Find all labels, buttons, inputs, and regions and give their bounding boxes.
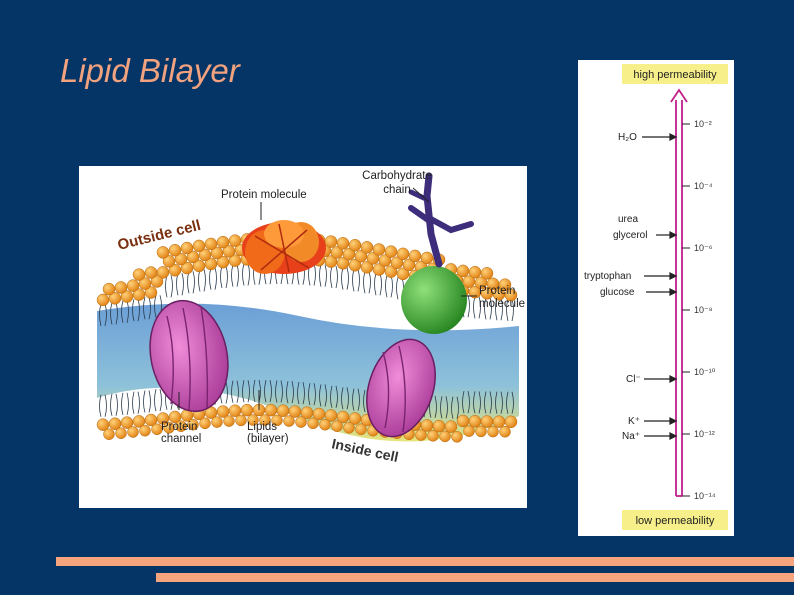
low-permeability-box (622, 510, 728, 530)
label-molecule-right: molecule (479, 298, 525, 310)
label-protein-molecule: Protein molecule (221, 189, 307, 201)
molecule-cl: Cl⁻ (626, 374, 641, 385)
molecule-tryptophan: tryptophan (584, 271, 631, 282)
red-protein-molecule (242, 220, 326, 274)
molecule-urea: urea (618, 214, 638, 225)
footer-accent-bar-bottom (156, 573, 794, 582)
molecule-h2o: H₂O (618, 132, 637, 143)
label-channel: channel (161, 433, 201, 445)
label-lipids: Lipids (247, 421, 277, 433)
molecule-glycerol: glycerol (613, 230, 647, 241)
molecule-glucose: glucose (600, 287, 635, 298)
label-protein-right: Protein (479, 285, 515, 297)
footer-accent-bar-top (56, 557, 794, 566)
protein-channel-right (366, 338, 436, 438)
molecule-na: Na⁺ (622, 431, 640, 442)
scale-arrow (670, 88, 688, 497)
tick-1e-8: 10⁻⁸ (694, 305, 713, 315)
slide-title: Lipid Bilayer (60, 52, 240, 89)
label-carbohydrate: Carbohydrate (362, 170, 432, 182)
label-bilayer: (bilayer) (247, 433, 289, 445)
carbohydrate-chain-molecule (408, 172, 474, 268)
membrane-diagram: Protein molecule Carbohydrate chain Prot… (79, 166, 527, 508)
label-protein-channel: Protein (161, 421, 197, 433)
label-high-permeability: high permeability (633, 69, 717, 81)
tick-1e-14: 10⁻¹⁴ (694, 491, 716, 501)
tick-1e-4: 10⁻⁴ (694, 181, 713, 191)
permeability-scale-panel: high permeability low permeability 10⁻² … (578, 60, 734, 536)
tick-1e-12: 10⁻¹² (694, 429, 715, 439)
molecule-k: K⁺ (628, 416, 640, 427)
label-chain: chain (383, 184, 411, 196)
label-low-permeability: low permeability (636, 515, 715, 527)
tick-1e-6: 10⁻⁶ (694, 243, 713, 253)
protein-channel-left (149, 299, 229, 413)
tick-1e-10: 10⁻¹⁰ (694, 367, 716, 377)
tick-1e-2: 10⁻² (694, 119, 712, 129)
green-protein-molecule (401, 266, 467, 334)
high-permeability-box (622, 64, 728, 84)
